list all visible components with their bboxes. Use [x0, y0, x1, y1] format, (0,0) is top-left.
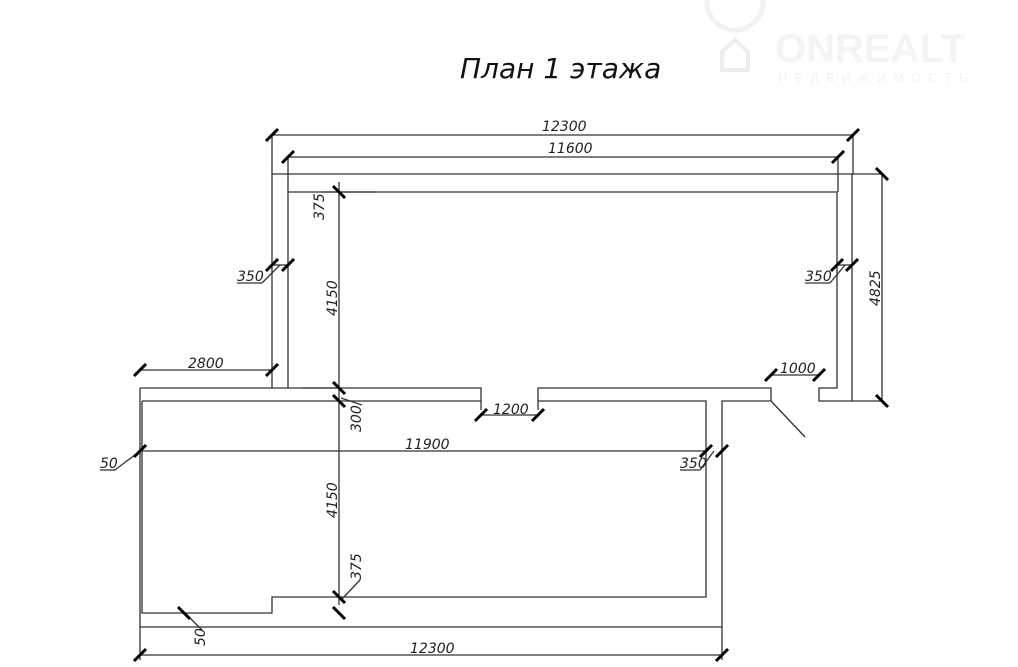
dim-bottom-outer: 12300 [410, 641, 455, 657]
dim-door-middle: 1200 [493, 402, 529, 418]
dim-top-outer: 12300 [542, 119, 587, 135]
dim-upper-left-wall: 350 [237, 269, 264, 285]
watermark-logo: ONREALT НЕДВИЖИМОСТЬ [704, 0, 975, 85]
dim-upper-right-wall: 350 [805, 269, 832, 285]
dim-lower-bottom-wall: 50 [193, 628, 209, 646]
dim-lower-right-wall: 350 [680, 456, 707, 472]
dim-annex-width: 2800 [188, 356, 224, 372]
dim-upper-height: 4825 [868, 270, 884, 306]
page-title: План 1 этажа [460, 52, 661, 85]
dim-top-inner: 11600 [548, 141, 593, 157]
dim-top-wall: 375 [312, 193, 328, 220]
dim-lower-left-wall: 50 [100, 456, 118, 472]
dim-middle-wall: 300 [349, 405, 365, 432]
dim-lower-inner-width: 11900 [405, 437, 450, 453]
watermark-subtitle: НЕДВИЖИМОСТЬ [778, 70, 975, 85]
door-swing-line [770, 400, 806, 438]
dim-lower-room-height: 4150 [325, 482, 341, 518]
watermark-brand: ONREALT [775, 27, 965, 71]
dimension-labels: 12300 11600 4825 350 350 375 4150 300 41… [100, 119, 884, 657]
dim-bottom-wall: 375 [349, 553, 365, 580]
dimension-ticks [132, 127, 890, 663]
dim-upper-room-height: 4150 [325, 280, 341, 316]
dimension-lines [100, 134, 883, 656]
dim-door-entrance: 1000 [780, 361, 816, 377]
